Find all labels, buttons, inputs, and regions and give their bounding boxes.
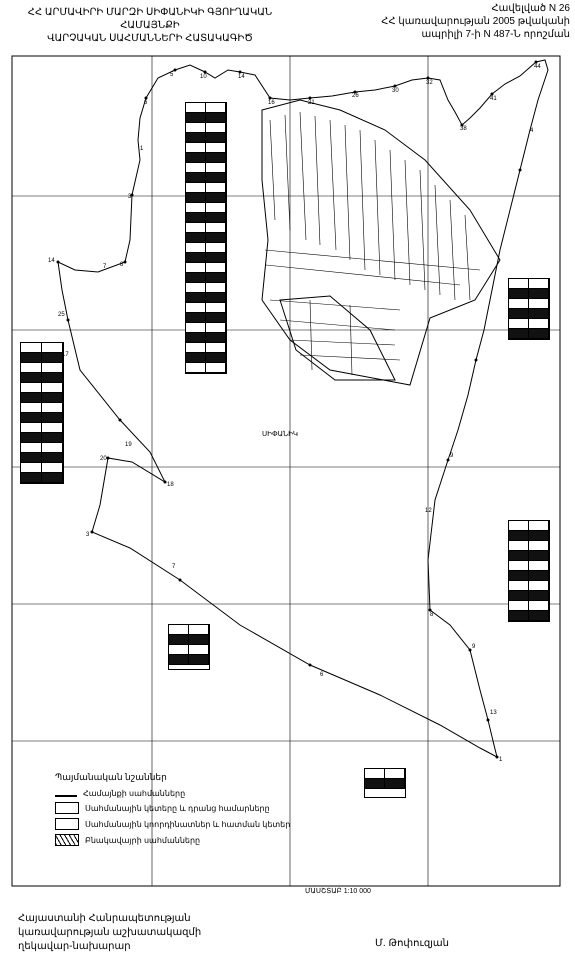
svg-text:44: 44: [534, 64, 541, 70]
signatory-line-2: կառավարության աշխատակազմի: [18, 927, 202, 938]
settlement-label: ՍԻՓԱՆԻԿ: [262, 431, 299, 438]
field-hatching: [264, 111, 481, 376]
boundary-line-swatch: [55, 791, 77, 797]
svg-text:32: 32: [426, 80, 433, 86]
coordinates-table-right-lower: [508, 520, 550, 622]
annex-line-2: ՀՀ կառավարության 2005 թվականի: [381, 16, 570, 27]
svg-text:20: 20: [100, 456, 107, 462]
point-swatch: [55, 802, 79, 814]
svg-text:41: 41: [490, 96, 497, 102]
boundary-point-markers: [56, 60, 538, 759]
svg-text:38: 38: [460, 126, 467, 132]
svg-text:1: 1: [499, 757, 503, 763]
svg-text:14: 14: [48, 258, 55, 264]
svg-text:3: 3: [86, 532, 90, 538]
svg-text:19: 19: [125, 442, 132, 448]
annex-reference: Հավելված N 26 ՀՀ կառավարության 2005 թվակ…: [330, 2, 570, 41]
svg-text:10: 10: [200, 74, 207, 80]
map-frame: [11, 55, 561, 887]
signatory-title: Հայաստանի Հանրապետության կառավարության ա…: [18, 912, 201, 954]
svg-text:17: 17: [62, 352, 69, 358]
svg-text:26: 26: [352, 93, 359, 99]
map-bottom-caption: ՄԱՍՇՏԱԲ 1:10 000: [305, 888, 371, 895]
title-line-2: ՎԱՐՉԱԿԱՆ ՍԱՀՄԱՆՆԵՐԻ ՀԱՏԱԿԱԳԻԾ: [47, 33, 253, 44]
svg-text:3: 3: [128, 194, 132, 200]
signatory-name: Մ. Թոփուզյան: [375, 938, 449, 949]
annex-line-3: ապրիլի 7-ի N 487-Ն որոշման: [421, 29, 571, 40]
svg-text:16: 16: [268, 100, 275, 106]
document-title: ՀՀ ԱՐՄԱՎԻՐԻ ՄԱՐԶԻ ՍԻՓԱՆԻԿԻ ԳՅՈՒՂԱԿԱՆ ՀԱՄ…: [0, 6, 300, 45]
svg-text:6: 6: [144, 100, 148, 106]
coordinate-swatch: [55, 818, 79, 830]
svg-text:14: 14: [238, 74, 245, 80]
coordinates-table-upper: [185, 102, 227, 374]
svg-text:18: 18: [167, 482, 174, 488]
coordinates-table-small: [364, 768, 406, 798]
coordinates-table-left: [20, 342, 64, 484]
coordinates-table-bottom: [168, 624, 210, 670]
svg-text:8: 8: [430, 612, 434, 618]
coordinates-table-right-upper: [508, 278, 550, 340]
svg-text:4: 4: [530, 128, 534, 134]
map-legend: Պայմանական նշաններ Համայնքի սահմանները Ս…: [55, 772, 305, 850]
legend-item: Բնակավայրի սահմանները: [55, 834, 305, 846]
svg-text:5: 5: [170, 72, 174, 78]
legend-item: Սահմանային կոորդինատներ և հատման կետեր: [55, 818, 305, 830]
svg-text:7: 7: [172, 564, 176, 570]
legend-item: Համայնքի սահմանները: [55, 789, 305, 798]
svg-text:25: 25: [58, 312, 65, 318]
svg-text:6: 6: [320, 672, 324, 678]
signatory-line-3: ղեկավար-նախարար: [18, 941, 131, 952]
svg-text:12: 12: [425, 508, 432, 514]
svg-text:9: 9: [450, 453, 454, 459]
svg-text:13: 13: [490, 710, 497, 716]
svg-text:1: 1: [140, 146, 144, 152]
svg-text:8: 8: [120, 262, 124, 268]
legend-title: Պայմանական նշաններ: [55, 772, 167, 782]
svg-text:7: 7: [103, 264, 107, 270]
community-boundary: [57, 59, 549, 758]
svg-text:21: 21: [308, 100, 315, 106]
signatory-line-1: Հայաստանի Հանրապետության: [18, 913, 191, 924]
annex-number: Հավելված N 26: [491, 3, 571, 14]
settlement-area: [261, 99, 501, 386]
legend-item: Սահմանային կետերը և դրանց համարները: [55, 802, 305, 814]
settlement-swatch: [55, 834, 79, 846]
svg-text:9: 9: [472, 644, 476, 650]
svg-text:30: 30: [392, 88, 399, 94]
title-line-1: ՀՀ ԱՐՄԱՎԻՐԻ ՄԱՐԶԻ ՍԻՓԱՆԻԿԻ ԳՅՈՒՂԱԿԱՆ ՀԱՄ…: [27, 7, 273, 31]
